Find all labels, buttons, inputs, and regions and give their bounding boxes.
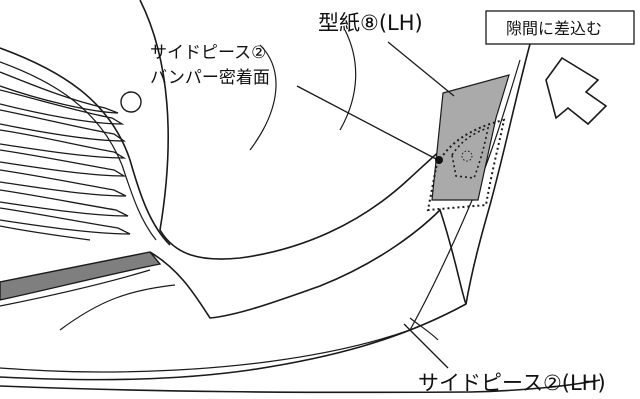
mount-hole xyxy=(120,91,142,113)
bottom-edge xyxy=(0,379,601,394)
grille-slat xyxy=(0,109,127,142)
inner-curve xyxy=(59,284,176,331)
bumper-crease xyxy=(339,29,357,131)
grille-frame xyxy=(0,47,171,246)
label-pattern-paper: 型紙⑧(LH) xyxy=(318,11,423,35)
leader-contact-surface xyxy=(296,85,439,161)
instruction-box xyxy=(485,10,635,45)
grille-slat xyxy=(0,149,127,177)
leader-side-piece xyxy=(403,323,449,369)
bumper-crease xyxy=(249,44,277,151)
pattern-paper xyxy=(431,74,510,201)
grille xyxy=(0,71,131,241)
lower-trim-strip xyxy=(0,251,162,301)
label-contact-line1: サイドピース② xyxy=(150,43,266,63)
contact-point xyxy=(435,156,443,164)
leader-lines xyxy=(296,41,455,369)
pattern-dotted-outline xyxy=(426,118,506,212)
bumper-lower-contour xyxy=(149,208,467,319)
grille-slat xyxy=(0,89,125,125)
grille-slat xyxy=(0,129,127,159)
pattern-dotted-inner xyxy=(451,126,490,179)
arrow-icon xyxy=(545,56,608,126)
lower-trim-line xyxy=(0,269,151,307)
grille-slat xyxy=(0,207,131,235)
grille-slat xyxy=(0,169,127,197)
grille-slat xyxy=(0,225,91,241)
bumper-upper-contour xyxy=(139,0,471,260)
side-piece-crease xyxy=(409,317,439,341)
grille-frame-inner xyxy=(0,61,157,241)
label-contact-line2: バンパー密着面 xyxy=(150,68,270,88)
grille-slat xyxy=(0,189,129,217)
side-piece-outline xyxy=(0,43,531,381)
instruction-box-label: 隙間に差込む xyxy=(506,19,602,38)
leader-pattern-paper xyxy=(387,41,455,97)
pattern-target-dot xyxy=(461,150,473,162)
grille-slat xyxy=(0,71,119,114)
label-side-piece: サイドピース②(LH) xyxy=(418,371,606,395)
